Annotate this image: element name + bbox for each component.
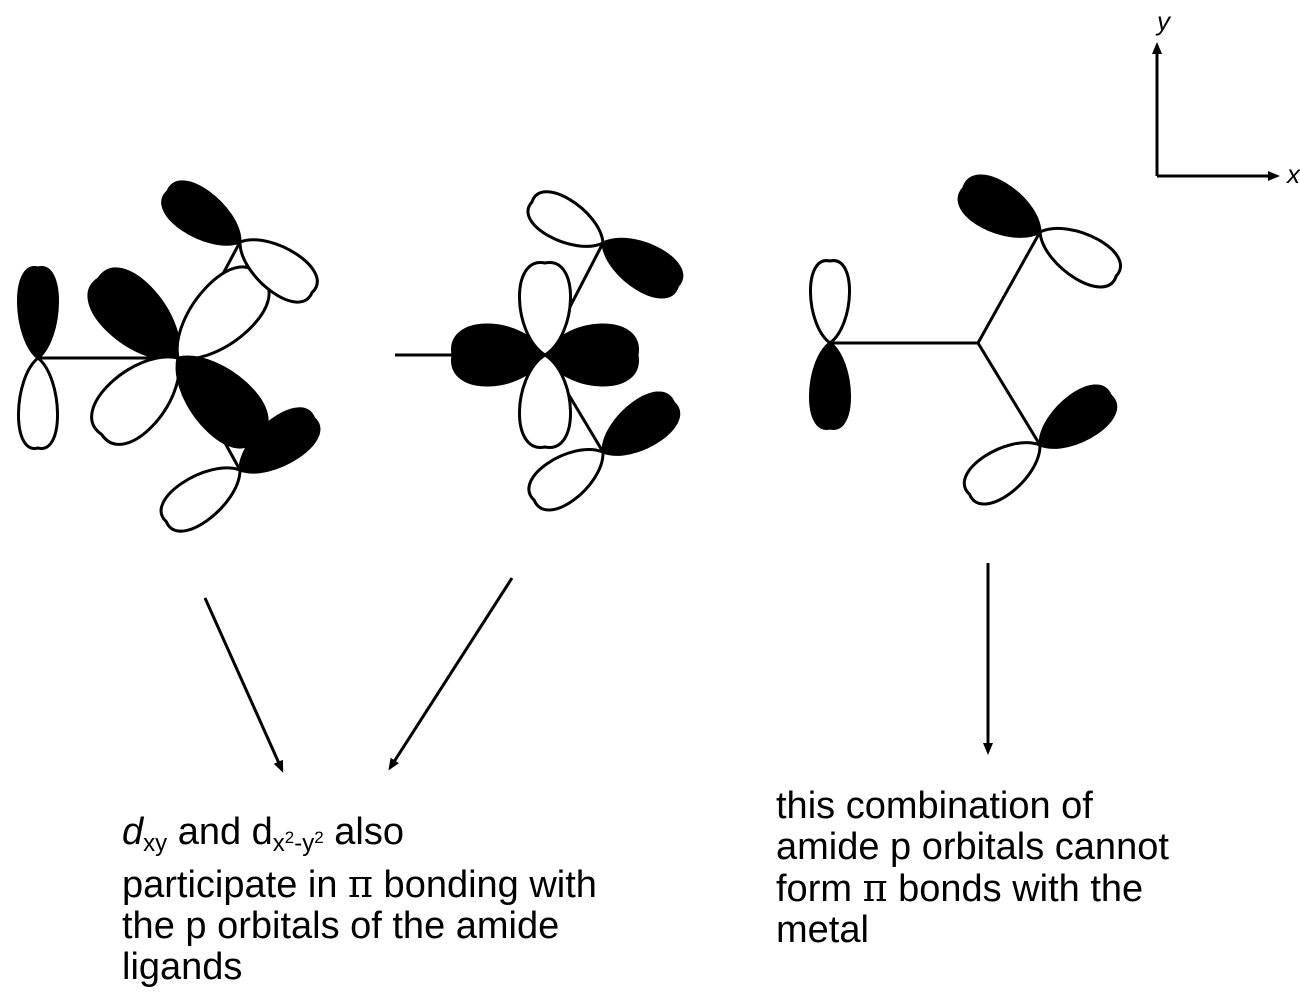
- d-lobe-2-bottom: [518, 353, 572, 449]
- caption-right-line-1: this combination of: [776, 785, 1093, 827]
- p-lobe-1-left-bottom: [17, 356, 59, 450]
- d-lobe-1-ll: [90, 355, 181, 446]
- p-lobe-1-up-empty: [238, 238, 319, 304]
- caption-right-line-4: metal: [776, 909, 869, 951]
- p-lobe-3-up-empty: [1038, 226, 1122, 289]
- p-lobe-1-down-filled: [238, 407, 321, 474]
- d-lobe-1-ul: [87, 267, 181, 361]
- caption-left-line-2: participate in π bonding with: [122, 862, 597, 906]
- p-lobe-2-down-empty: [527, 448, 605, 512]
- d-lobe-2-top: [518, 261, 572, 357]
- d-lobe-1-ur: [175, 265, 271, 361]
- d-lobe-1-lr: [175, 355, 269, 449]
- d-lobe-2-left: [451, 323, 547, 387]
- bond-3-up: [976, 231, 1042, 344]
- caption-left: dxy and dx2-y2 also participate in π bon…: [122, 812, 597, 988]
- arrow-to-left-caption-2: [388, 577, 514, 771]
- caption-left-line-4: ligands: [122, 946, 243, 988]
- caption-right-line-2: amide p orbitals cannot: [776, 826, 1169, 868]
- axis-y-label: y: [1155, 6, 1172, 36]
- p-lobe-1-up-filled: [161, 180, 242, 246]
- caption-left-line-1: dxy and dx2-y2 also: [122, 811, 405, 858]
- p-lobe-3-left-top: [809, 259, 851, 345]
- p-lobe-2-up-filled: [601, 237, 684, 299]
- p-lobe-2-down-filled: [601, 391, 681, 456]
- caption-right-line-3: form π bonds with the: [776, 866, 1144, 910]
- p-lobe-2-up-empty: [526, 190, 605, 248]
- bond-3-down: [976, 342, 1042, 446]
- caption-right: this combination of amide p orbitals can…: [776, 786, 1169, 951]
- d-lobe-2-right: [543, 323, 639, 387]
- arrow-to-left-caption-1: [203, 597, 284, 773]
- p-lobe-3-up-filled: [957, 174, 1042, 238]
- p-lobe-1-left-top: [17, 266, 59, 360]
- p-lobe-3-down-empty: [962, 441, 1042, 506]
- axis-x-label: x: [1285, 159, 1300, 189]
- caption-left-line-3: the p orbitals of the amide: [122, 905, 560, 947]
- p-lobe-3-down-filled: [1038, 384, 1118, 449]
- p-lobe-3-left-bottom: [809, 341, 851, 430]
- p-lobe-1-down-empty: [159, 466, 242, 533]
